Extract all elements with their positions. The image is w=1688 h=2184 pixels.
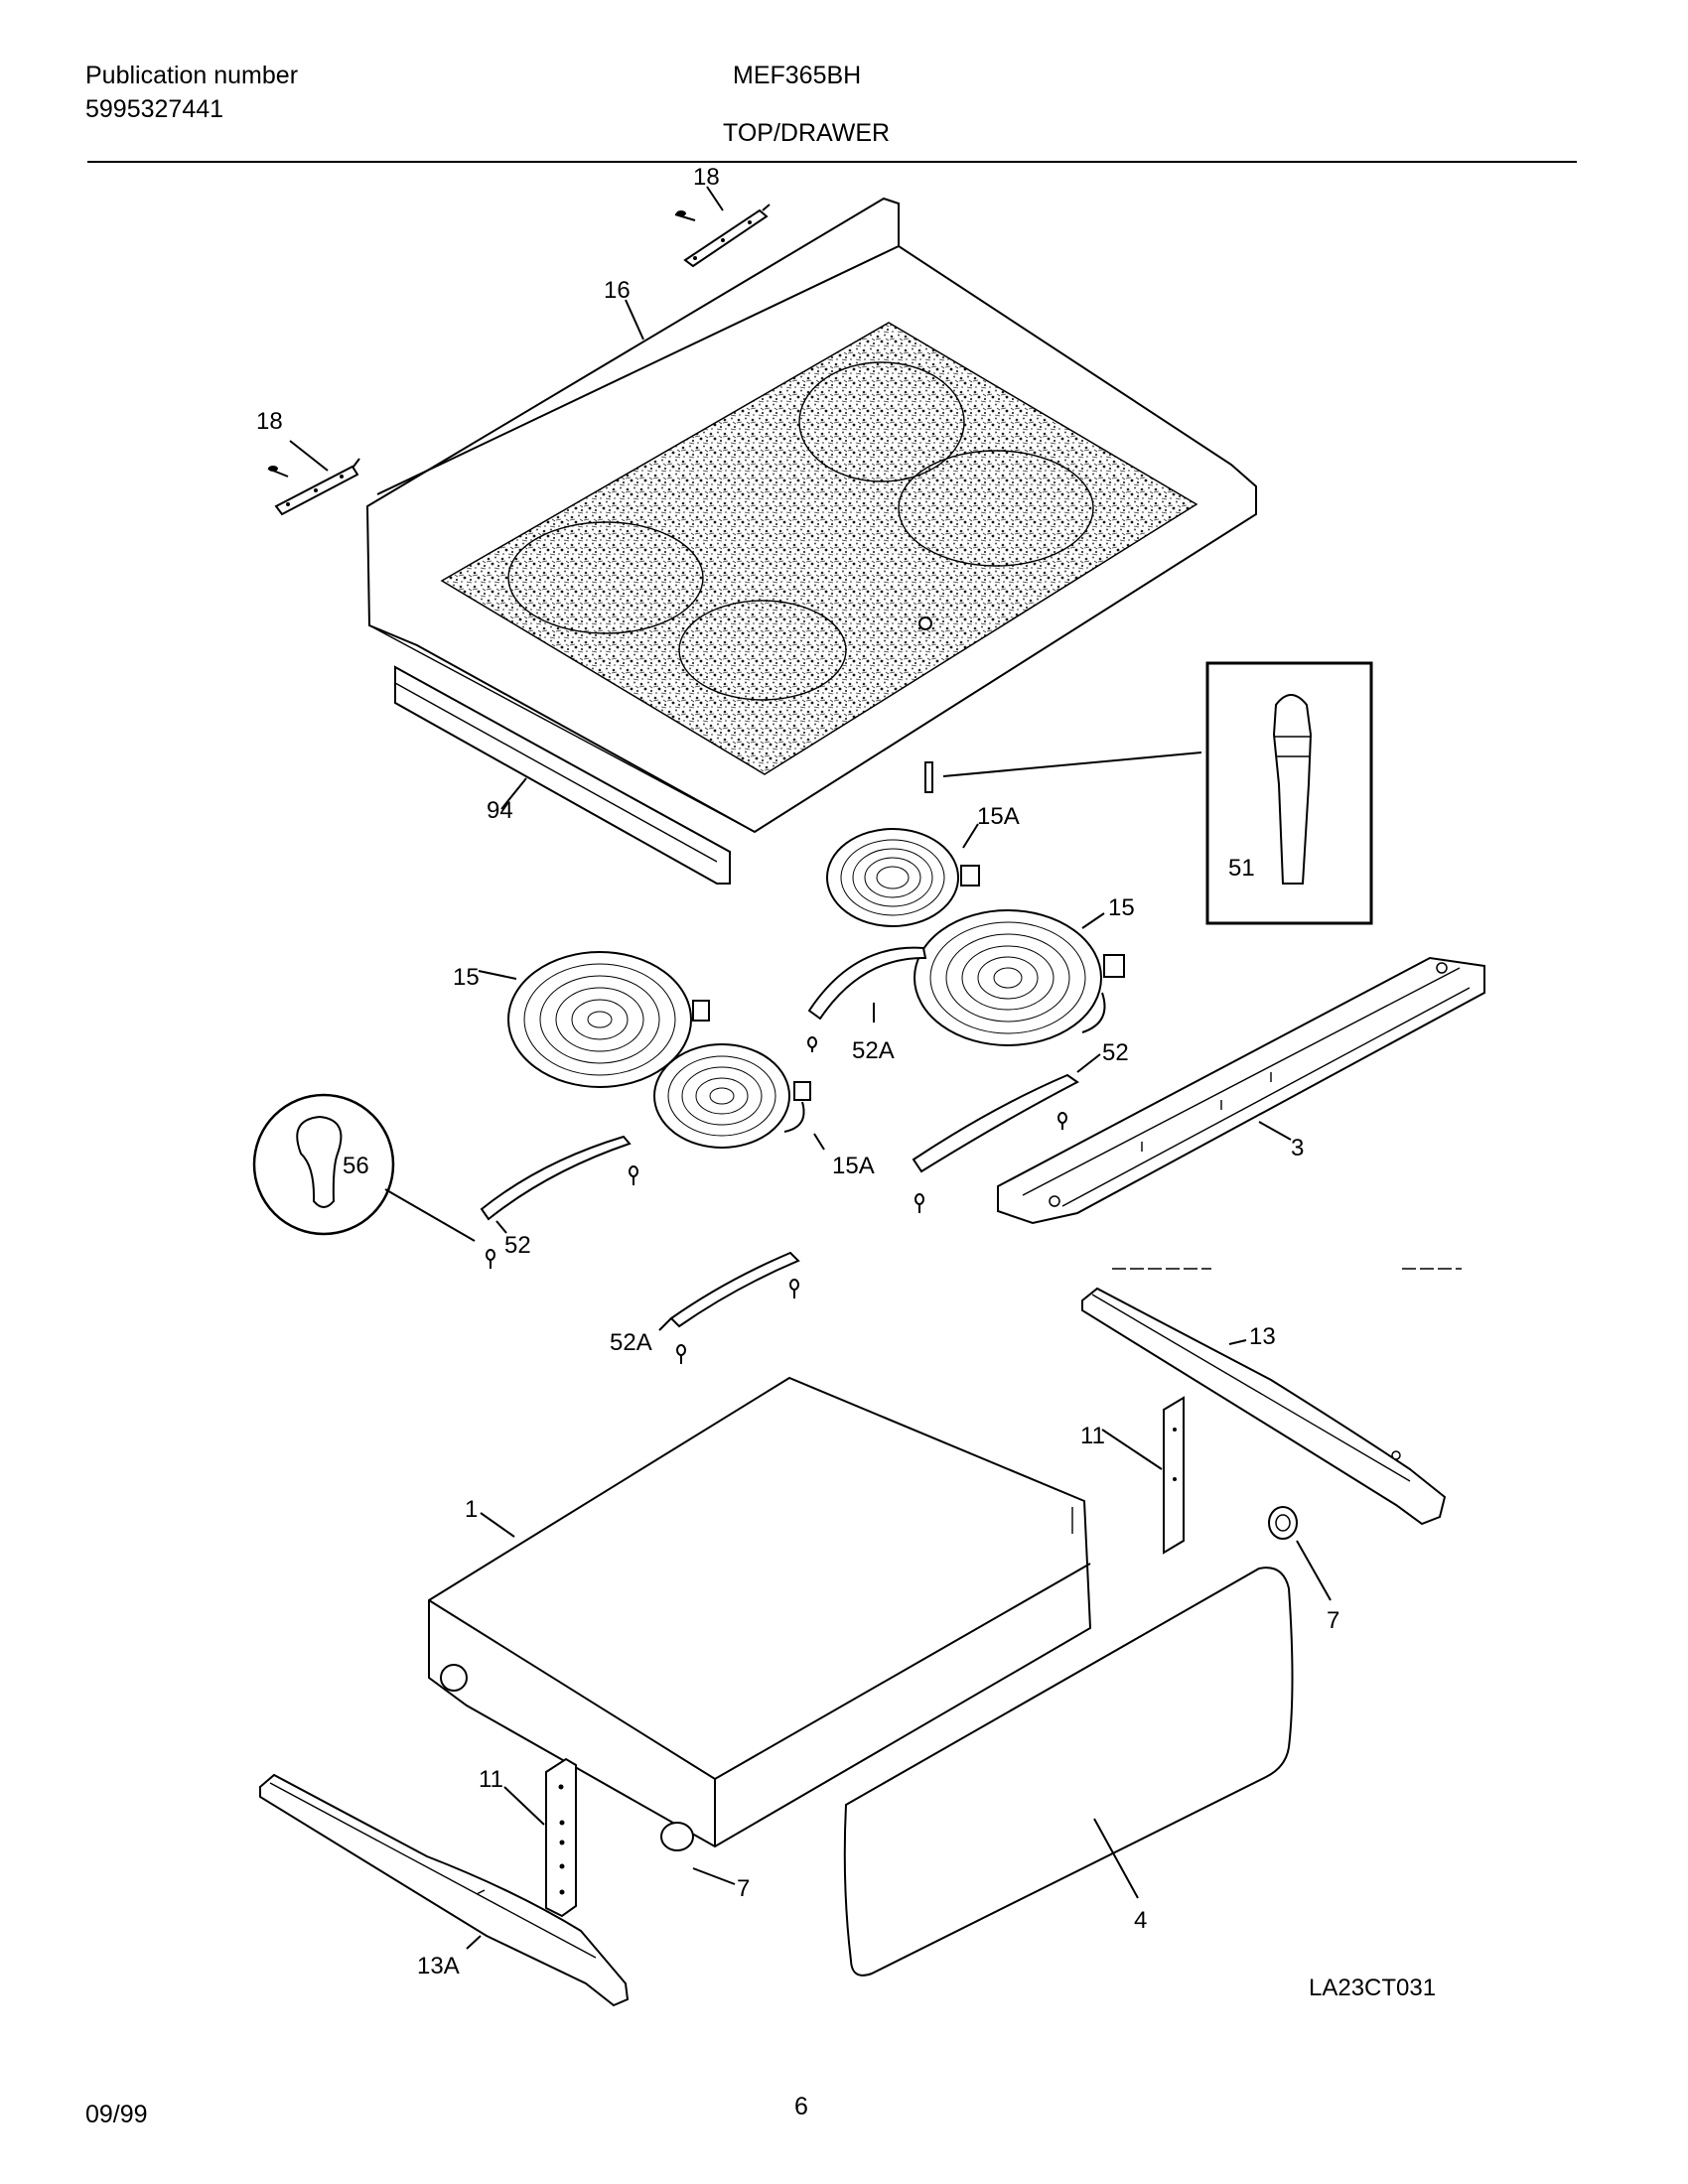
drawer-slide-bracket-11-left — [545, 1757, 577, 1918]
bumper-7-left — [660, 1822, 694, 1851]
cooktop-top-16 — [365, 197, 1257, 834]
header-rule — [87, 161, 1577, 163]
callout-1: 1 — [465, 1496, 478, 1523]
callout-4: 4 — [1134, 1907, 1147, 1934]
callout-15a-top: 15A — [977, 803, 1020, 830]
publication-label: Publication number — [85, 62, 299, 89]
front-rail-3 — [997, 956, 1485, 1225]
callout-7-left: 7 — [737, 1875, 750, 1902]
callout-56: 56 — [343, 1153, 369, 1179]
callout-52-right: 52 — [1102, 1039, 1129, 1066]
support-strap-52-left — [480, 1135, 638, 1269]
trim-bracket-18-left — [267, 458, 360, 516]
heating-element-15-right — [914, 909, 1125, 1046]
heating-element-15-left — [507, 951, 710, 1088]
drawer-side-rail-13a — [259, 1773, 630, 2007]
clip-56-detail — [252, 1093, 476, 1242]
callout-52-left: 52 — [504, 1232, 531, 1259]
callout-11-right: 11 — [1080, 1423, 1105, 1449]
callout-94: 94 — [487, 797, 513, 824]
bumper-7-right — [1268, 1506, 1298, 1540]
callout-15-right: 15 — [1108, 894, 1135, 921]
callout-15-left: 15 — [453, 964, 480, 991]
drawer-1 — [428, 1376, 1092, 1848]
support-strap-52a-mid — [807, 946, 927, 1052]
callout-51: 51 — [1228, 855, 1255, 882]
callout-3: 3 — [1291, 1135, 1304, 1161]
publication-number: 5995327441 — [85, 95, 224, 123]
switch-51 — [924, 661, 1373, 925]
callout-18-left: 18 — [256, 408, 283, 435]
heating-element-15a-bottom — [653, 1043, 811, 1149]
footer-date: 09/99 — [85, 2101, 148, 2128]
drawing-id: LA23CT031 — [1309, 1975, 1436, 2001]
callout-13: 13 — [1249, 1323, 1276, 1350]
callout-16: 16 — [604, 277, 631, 304]
drawer-side-rail-13 — [1081, 1287, 1447, 1526]
drawer-slide-bracket-11-right — [1163, 1396, 1185, 1555]
trim-bracket-18-top — [674, 204, 771, 268]
callout-52a-mid: 52A — [852, 1037, 895, 1064]
callout-13a: 13A — [417, 1953, 460, 1979]
support-strap-52-right — [912, 1073, 1079, 1213]
section-title: TOP/DRAWER — [723, 119, 891, 147]
model-number: MEF365BH — [733, 62, 862, 89]
callout-15a-bottom: 15A — [832, 1153, 875, 1179]
leader-lines — [289, 186, 1332, 1950]
support-strap-52a-low — [669, 1251, 800, 1364]
callout-7-right: 7 — [1327, 1607, 1339, 1634]
front-trim-94 — [394, 665, 731, 885]
callout-52a-low: 52A — [610, 1329, 652, 1356]
drawer-front-4 — [843, 1567, 1294, 1977]
callout-18-top: 18 — [693, 164, 720, 191]
page-number: 6 — [794, 2093, 808, 2120]
callout-11-left: 11 — [479, 1766, 503, 1793]
heating-element-15a-top — [826, 828, 980, 927]
